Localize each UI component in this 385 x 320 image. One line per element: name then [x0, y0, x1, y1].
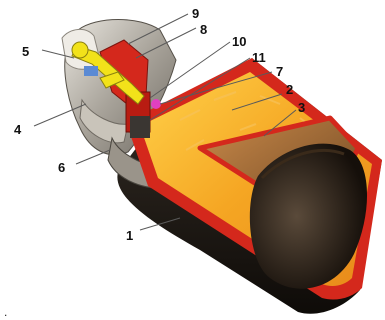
spring-detail — [84, 66, 98, 76]
detonator-cap — [151, 99, 161, 109]
callout-8: 8 — [200, 22, 207, 37]
callout-1: 1 — [126, 228, 133, 243]
callout-2: 2 — [286, 82, 293, 97]
callout-4: 4 — [14, 122, 22, 137]
leader-6 — [76, 150, 110, 164]
callout-10: 10 — [232, 34, 246, 49]
callout-6: 6 — [58, 160, 65, 175]
relay-block — [130, 116, 150, 138]
stray-mark: . — [4, 305, 7, 319]
callout-3: 3 — [298, 100, 305, 115]
callout-7: 7 — [276, 64, 283, 79]
callout-11: 11 — [252, 50, 266, 65]
callout-9: 9 — [192, 6, 199, 21]
pin-head — [72, 42, 88, 58]
callout-5: 5 — [22, 44, 29, 59]
